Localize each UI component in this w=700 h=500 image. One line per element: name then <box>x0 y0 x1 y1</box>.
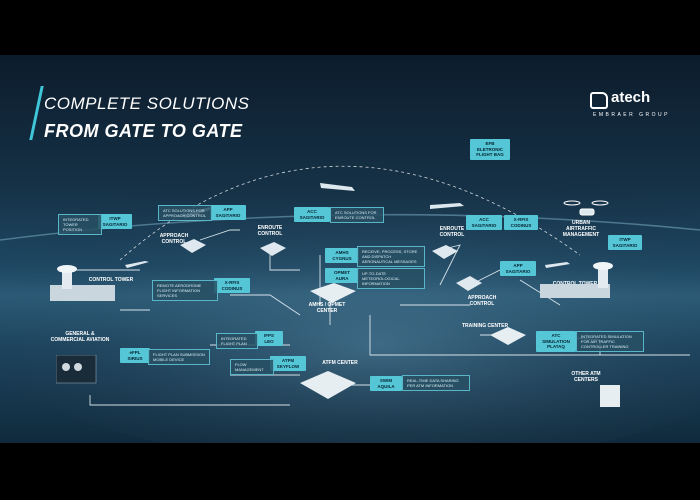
info-atc-enroute: ATC SOLUTIONS FOR ENROUTE CONTROL <box>330 207 384 223</box>
node-acc-top: ACC SAGITARIO <box>294 207 330 222</box>
node-subtitle: SAGITARIO <box>469 223 499 229</box>
node-plataq: ATC SIMULATION PLATAQ <box>536 331 576 352</box>
info-integrated-sim: INTEGRATED SIMULATION FOR AIR TRAFFIC CO… <box>576 331 644 352</box>
general-aviation-photo <box>56 355 98 385</box>
node-subtitle: SAGITARIO <box>503 269 533 275</box>
node-subtitle: ELETRONIC FLIGHT BAG <box>473 147 507 158</box>
node-app-right: APP SAGITARIO <box>500 261 536 276</box>
enroute-control-right-building <box>430 243 460 261</box>
node-itwp-right: ITWP SAGITARIO <box>608 235 642 250</box>
node-amhs: AMHS CYGNUS <box>325 248 359 263</box>
node-subtitle: SAGITARIO <box>101 222 129 228</box>
amhs-center-building <box>308 281 358 307</box>
title-line-2: FROM GATE TO GATE <box>44 121 243 142</box>
node-itwp-left: ITWP SAGITARIO <box>98 214 132 229</box>
node-xrfis-right: X-RFIS CODINUS <box>504 215 538 230</box>
training-center-building <box>488 325 528 349</box>
info-flight-plan-submission: FLIGHT PLAN SUBMISSION MOBILE DEVICE <box>148 349 210 365</box>
node-subtitle: AQUILA <box>373 384 399 390</box>
logo-subtitle: EMBRAER GROUP <box>593 112 670 118</box>
atfm-center-building <box>298 367 358 403</box>
info-opmet: UP-TO-DATE METEOROLOGICAL INFORMATION <box>357 268 425 289</box>
node-subtitle: SAGITARIO <box>297 215 327 221</box>
node-subtitle: CODINUS <box>217 286 247 292</box>
enroute-control-left-building <box>258 240 288 258</box>
label-urban: URBAN AIRTRAFFIC MANAGEMENT <box>558 220 604 238</box>
node-app-left: APP SAGITARIO <box>210 205 246 220</box>
node-swim: SWIM AQUILA <box>370 376 402 391</box>
info-integrated-flight-plan: INTEGRATED FLIGHT PLAN <box>216 333 258 349</box>
label-enroute-left: ENROUTE CONTROL <box>254 225 286 237</box>
info-integrated-tower: INTEGRATED TOWER POSITION <box>58 214 102 235</box>
label-approach-right: APPROACH CONTROL <box>462 295 502 307</box>
node-subtitle: SIRIUS <box>123 356 147 362</box>
info-realtime: REAL-TIME DATA SHARING PER ATM INFORMATI… <box>402 375 470 391</box>
label-atfm-center: ATFM CENTER <box>322 360 358 366</box>
info-flow-management: FLOW MANAGEMENT <box>230 359 274 375</box>
diagram-canvas: COMPLETE SOLUTIONS FROM GATE TO GATE ate… <box>0 55 700 443</box>
approach-control-left-building <box>178 237 208 255</box>
node-subtitle: SAGITARIO <box>611 243 639 249</box>
node-acc-right: ACC SAGITARIO <box>466 215 502 230</box>
info-remote-aerodrome: REMOTE AERODROME FLIGHT INFORMATION SERV… <box>152 280 218 301</box>
node-subtitle: PLATAQ <box>539 344 573 350</box>
title-line-1: COMPLETE SOLUTIONS <box>44 94 249 114</box>
control-tower-left-building <box>50 263 120 303</box>
node-subtitle: CYGNUS <box>328 256 356 262</box>
label-general-aviation: GENERAL & COMMERCIAL AVIATION <box>50 331 110 343</box>
node-subtitle: CODINUS <box>507 223 535 229</box>
approach-control-right-building <box>454 273 484 293</box>
info-atc-approach: ATC SOLUTIONS FOR APPROACH CONTROL <box>158 205 212 221</box>
other-atm-building <box>596 381 632 411</box>
logo-name: atech <box>611 89 650 106</box>
node-subtitle: SAGITARIO <box>213 213 243 219</box>
node-subtitle: LEO <box>258 339 280 345</box>
label-enroute-right: ENROUTE CONTROL <box>436 226 468 238</box>
info-amhs: RECEIVE, PROCESS, STORE AND DISPATCH AER… <box>357 246 425 267</box>
node-efb: EFB ELETRONIC FLIGHT BAG <box>470 139 510 160</box>
node-efpl: eFPL SIRIUS <box>120 348 150 363</box>
logo-mark-icon <box>590 92 608 109</box>
node-ifps: IFPS LEO <box>255 331 283 346</box>
node-xrfis-left: X-RFIS CODINUS <box>214 278 250 293</box>
control-tower-right-building <box>540 260 630 300</box>
node-title: ATC SIMULATION <box>539 333 573 344</box>
